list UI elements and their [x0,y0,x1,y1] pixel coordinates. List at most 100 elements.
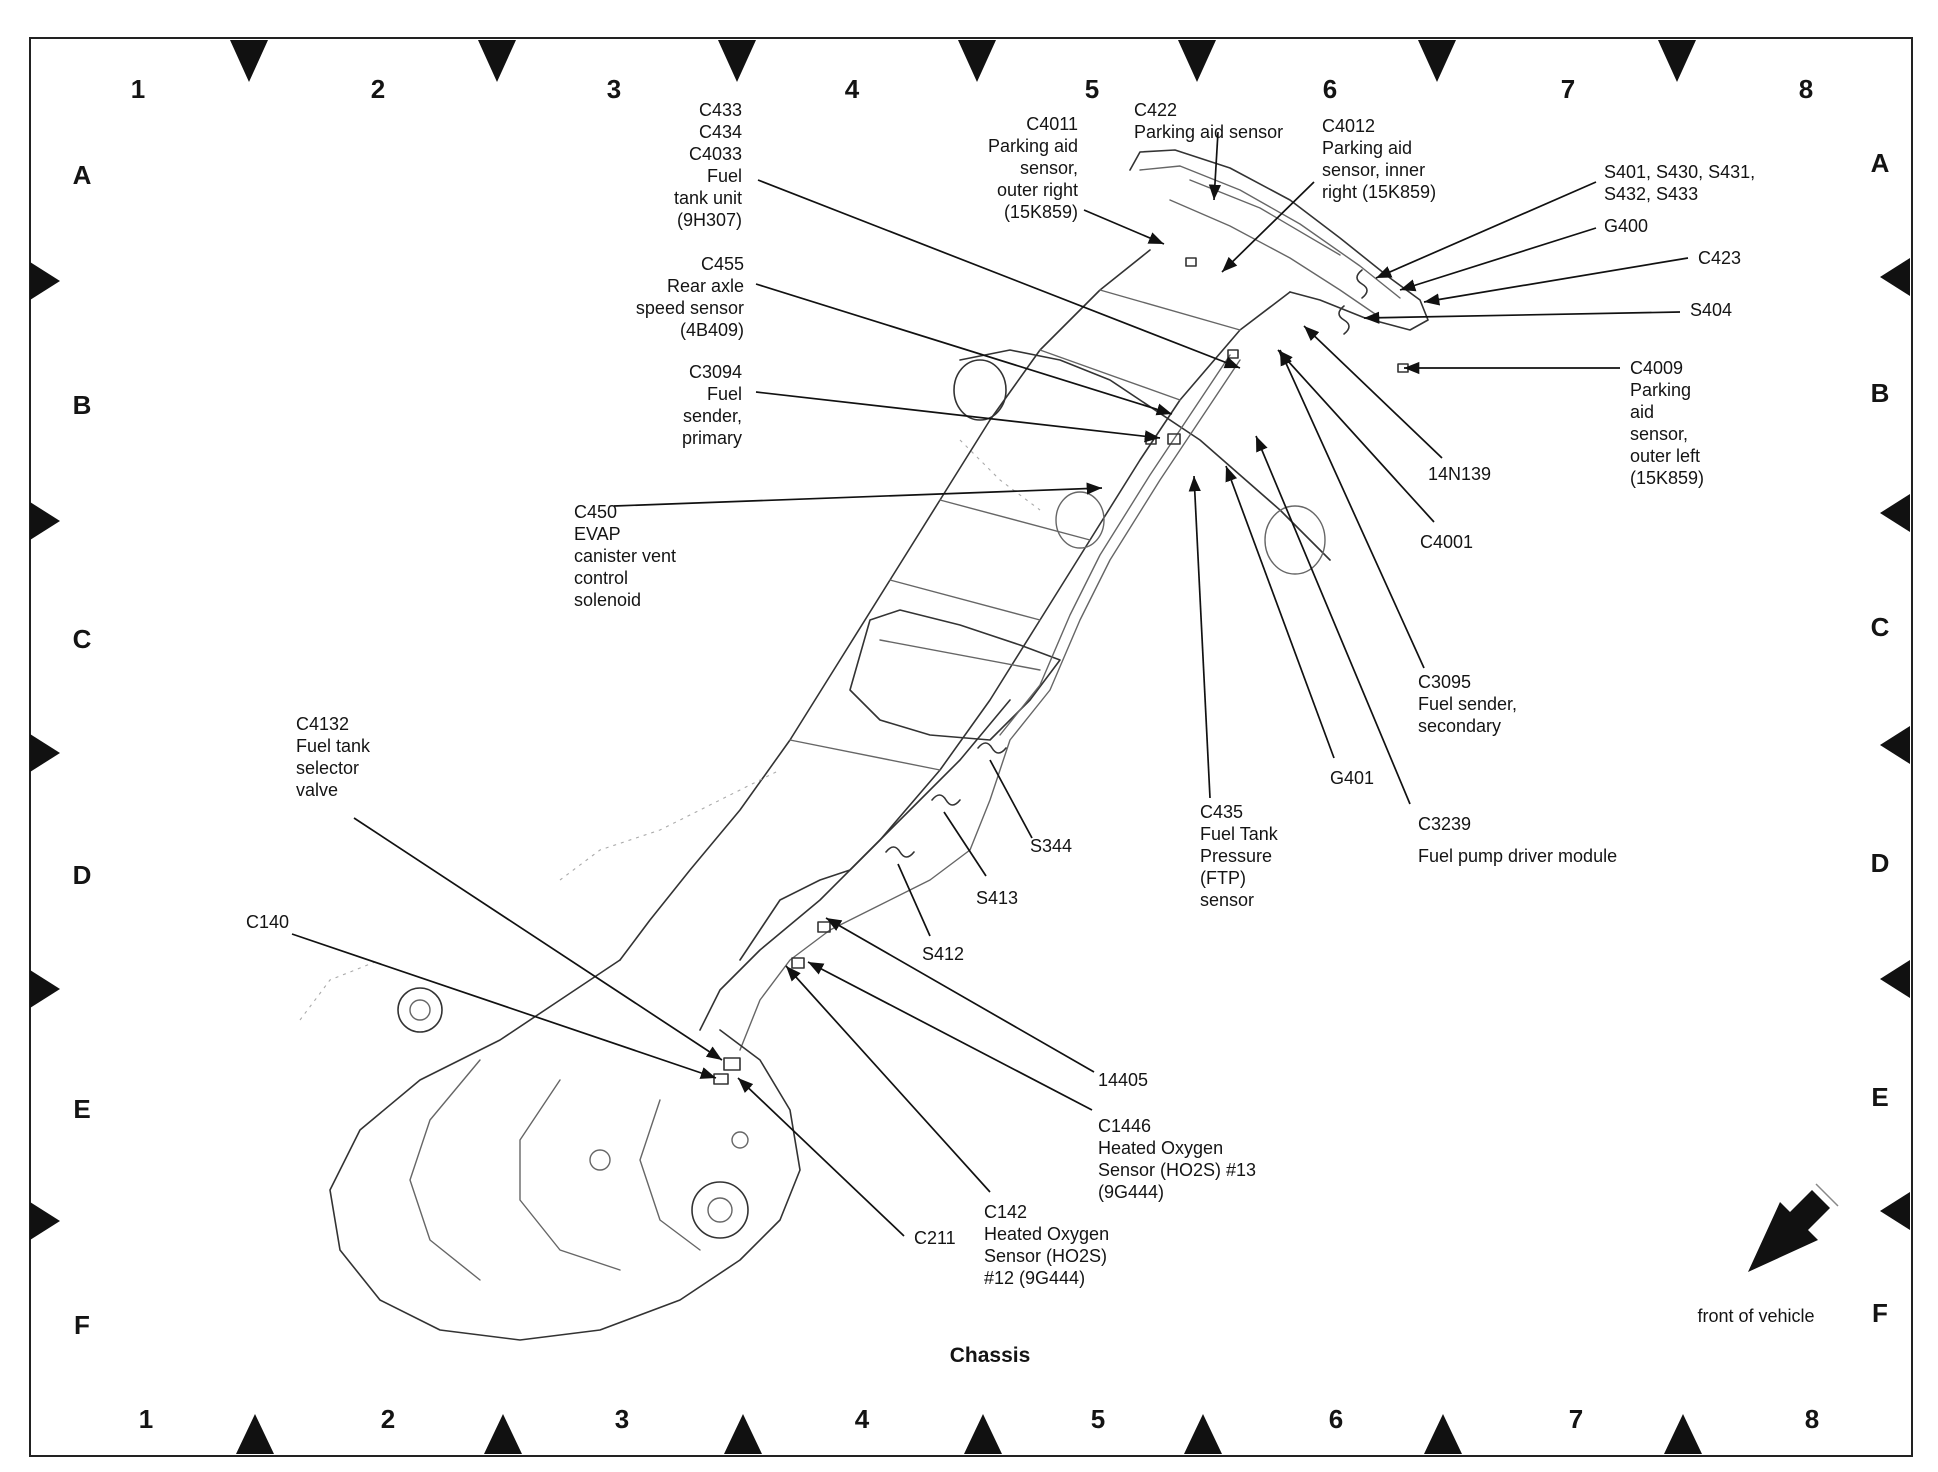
callout-line: C3095 [1418,672,1471,692]
callout-line: Fuel Tank [1200,824,1279,844]
callout-line: Fuel [707,166,742,186]
leader-c455 [755,283,1173,416]
callout-line: (9G444) [1098,1182,1164,1202]
grid-tick-bottom [1424,1414,1462,1454]
grid-row-label: F [74,1310,90,1340]
callout-line: valve [296,780,338,800]
callout-line: Pressure [1200,846,1272,866]
leader-c142 [785,965,991,1193]
callout-line: C4012 [1322,116,1375,136]
callout-line: S412 [922,944,964,964]
grid-column-label: 8 [1799,74,1813,104]
callout-line: solenoid [574,590,641,610]
grid-column-label: 6 [1323,74,1337,104]
callout-line: Parking aid sensor [1134,122,1283,142]
callout-line: C4033 [689,144,742,164]
callout-line: C435 [1200,802,1243,822]
callout-s344: S344 [1030,836,1072,856]
callout-line: sensor, inner [1322,160,1425,180]
grid-tick-right [1880,726,1910,764]
leader-c3095 [1279,349,1425,669]
callout-line: Parking aid [1322,138,1412,158]
callout-line: sensor [1200,890,1254,910]
leader-c211 [737,1077,905,1237]
callout-line: 14N139 [1428,464,1491,484]
grid-column-label: 3 [607,74,621,104]
callout-line: C455 [701,254,744,274]
callout-line: G401 [1330,768,1374,788]
callout-line: Heated Oxygen [984,1224,1109,1244]
leader-s412 [897,863,931,937]
leader-lines [291,131,1689,1237]
grid-tick-bottom [724,1414,762,1454]
grid-row-label: F [1872,1298,1888,1328]
grid-column-label: 2 [381,1404,395,1434]
leader-c423 [1423,257,1689,306]
grid-tick-right [1880,960,1910,998]
grid-row-label: B [1871,378,1890,408]
callout-line: S404 [1690,300,1732,320]
grid-column-label: 4 [855,1404,870,1434]
callout-line: (15K859) [1630,468,1704,488]
grid-tick-left [30,970,60,1008]
grid-tick-left [30,1202,60,1240]
grid-tick-bottom [1664,1414,1702,1454]
grid-column-label: 5 [1085,74,1099,104]
grid-tick-top [958,40,996,82]
callout-line: Parking [1630,380,1691,400]
callout-line: C4011 [1026,114,1078,134]
callout-line: Heated Oxygen [1098,1138,1223,1158]
grid-column-label: 7 [1561,74,1575,104]
grid-column-label: 7 [1569,1404,1583,1434]
grid-row-label: E [1871,1082,1888,1112]
leader-c4001 [1277,349,1435,523]
grid-row-label: E [73,1094,90,1124]
callout-g401: G401 [1330,768,1374,788]
grid-tick-top [230,40,268,82]
grid-tick-bottom [236,1414,274,1454]
callout-s404: S404 [1690,300,1732,320]
leader-c422 [1208,131,1222,201]
callout-line: C4132 [296,714,349,734]
grid-column-label: 1 [139,1404,153,1434]
callout-line: C4009 [1630,358,1683,378]
callout-line: sender, [683,406,742,426]
callout-line: canister vent [574,546,676,566]
callout-line: C1446 [1098,1116,1151,1136]
callout-line: C423 [1698,248,1741,268]
grid-column-label: 5 [1091,1404,1105,1434]
callout-line: G400 [1604,216,1648,236]
leader-s401 [1375,181,1597,279]
grid-column-label: 1 [131,74,145,104]
grid-tick-top [1418,40,1456,82]
callout-c4001: C4001 [1420,532,1473,552]
grid-tick-bottom [484,1414,522,1454]
grid-column-label: 4 [845,74,860,104]
callout-line: Sensor (HO2S) [984,1246,1107,1266]
callout-line: C422 [1134,100,1177,120]
leader-c1446 [807,961,1093,1111]
leader-g400 [1399,227,1597,292]
callout-line: tank unit [674,188,742,208]
grid-row-label: C [73,624,92,654]
grid-row-label: D [73,860,92,890]
grid-column-label: 3 [615,1404,629,1434]
callout-line: (FTP) [1200,868,1246,888]
callout-line: S344 [1030,836,1072,856]
leader-c3094 [755,391,1161,443]
callout-line: Parking aid [988,136,1078,156]
front-of-vehicle-arrow-icon [1748,1183,1839,1272]
grid-tick-marks [30,40,1910,1454]
leader-s344 [989,759,1033,839]
leader-c4011 [1083,209,1165,245]
callout-line: aid [1630,402,1654,422]
callout-line: #12 (9G444) [984,1268,1085,1288]
